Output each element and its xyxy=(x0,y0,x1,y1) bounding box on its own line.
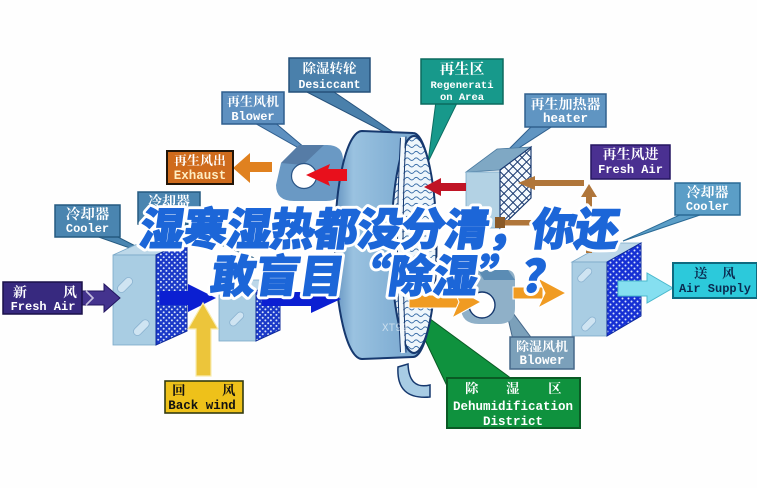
svg-text:District: District xyxy=(483,415,543,429)
svg-text:Blower: Blower xyxy=(231,110,274,124)
svg-text:heater: heater xyxy=(543,112,588,126)
svg-text:Back wind: Back wind xyxy=(168,399,236,413)
svg-text:Cooler: Cooler xyxy=(686,200,729,214)
svg-text:Cooler: Cooler xyxy=(66,222,109,236)
svg-text:on Area: on Area xyxy=(440,92,485,104)
svg-text:Desiccant: Desiccant xyxy=(298,79,360,92)
svg-text:Fresh Air: Fresh Air xyxy=(11,300,76,314)
svg-text:Blower: Blower xyxy=(519,354,564,368)
svg-text:Fresh Air: Fresh Air xyxy=(598,163,663,177)
svg-text:XT92: XT92 xyxy=(382,323,408,335)
svg-text:Exhaust: Exhaust xyxy=(174,169,227,183)
svg-text:Dehumidification: Dehumidification xyxy=(453,400,573,414)
svg-text:Air Supply: Air Supply xyxy=(679,282,751,296)
svg-text:Regenerati: Regenerati xyxy=(430,80,493,92)
